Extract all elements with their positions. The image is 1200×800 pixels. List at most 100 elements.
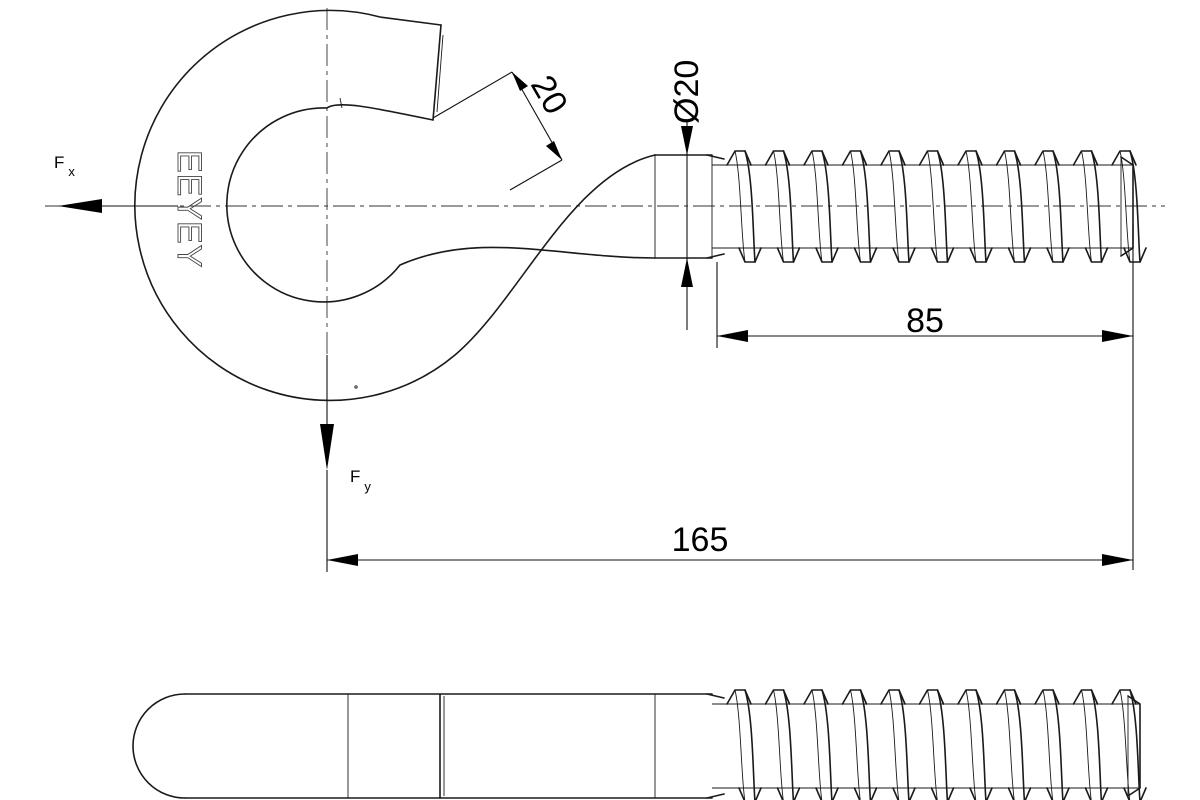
thread-crest-top [918,150,945,166]
arrowhead [681,126,693,155]
force-fy: Fy [320,355,371,494]
thread-crest-top [1034,150,1060,166]
thread-crest-bottom [1084,247,1109,263]
thread-flank-back [811,150,823,263]
thread-flank [936,150,949,263]
dimension-label-85: 85 [906,302,944,340]
thread-crest-top [803,689,829,705]
thread-flank [1013,150,1026,263]
thread-flank [1090,150,1103,263]
thread-flank [782,150,795,263]
thread-crest-bottom [776,247,801,263]
dimension-hook-section: 20 [432,69,575,191]
thread-crest-bottom [930,247,955,263]
force-fx-arrowhead [58,199,102,213]
thread-crest-bottom [1046,787,1070,800]
thread-crest-bottom [1007,247,1032,263]
hook-inner-contour [226,103,656,303]
arrowhead [512,72,528,91]
thread-end-cap [1120,156,1134,257]
hook-body [134,9,656,402]
center-lines [45,8,1165,395]
dimension-label-20: 20 [523,69,575,121]
thread-flank-back [850,150,861,263]
thread-flank-back [734,150,746,263]
thread-flank-back [927,689,938,800]
thread-flank-back [811,689,823,800]
hook-tip-edge [432,24,442,121]
thread-flank [1013,689,1026,800]
thread-crest-bottom [853,247,878,263]
thread-flank-back [1081,150,1092,263]
point-mark [354,385,358,389]
thread-flank-back [927,150,938,263]
thread-crest-top [841,689,868,705]
thread-crest-top [1111,150,1137,166]
side-view-rounded-end [132,693,186,799]
arrowhead [717,330,748,342]
thread-flank [975,689,987,800]
thread-crest-bottom [738,787,762,800]
extension-line [509,159,563,191]
thread-crest-top [880,150,906,166]
dimension-shank-diameter: Ø20 [668,60,706,330]
thread-crest-bottom [1123,787,1147,800]
thread-runout [706,154,725,259]
thread-flank-back [888,689,900,800]
shank [654,154,713,259]
thread-flank [898,689,910,800]
hook-outer-contour [134,9,656,402]
thread-crest-top [764,689,791,705]
thread-crest-top [726,689,752,705]
extension-line [432,71,513,119]
arrowhead [327,554,358,566]
thread-flank-back [965,150,977,263]
thread-flank-back [1042,689,1054,800]
thread-crest-top [726,150,752,166]
dimension-label-diameter: Ø20 [668,60,706,124]
thread-flank [859,150,872,263]
thread-flank-back [850,689,861,800]
thread-flank [821,689,833,800]
thread-flank-back [1119,150,1131,263]
tangent-mark [339,97,343,109]
thread-flank [744,689,756,800]
thread-crest-top [764,150,791,166]
thread-crest-bottom [738,247,762,263]
thread-flank [859,689,872,800]
thread-crest-top [880,689,906,705]
dimension-total-length: 165 [326,470,1133,572]
thread-crest-bottom [892,247,916,263]
hook-tip-facet [436,34,444,113]
thread-flank [936,689,949,800]
thread-crest-bottom [969,247,993,263]
thread-flank [821,150,833,263]
thread-flank [975,150,987,263]
thread-crest-bottom [853,787,878,800]
arrowhead [1102,554,1133,566]
thread-crest-bottom [1123,247,1147,263]
embossed-lettering: EEYEY [170,150,209,269]
thread-top-view [706,150,1147,263]
force-fy-arrowhead [320,424,334,470]
thread-crest-bottom [776,787,801,800]
thread-flank-back [1119,689,1131,800]
thread-crest-bottom [892,787,916,800]
side-view [132,693,713,799]
thread-crest-bottom [1007,787,1032,800]
dimension-thread-length: 85 [716,225,1134,570]
thread-flank-back [1004,150,1015,263]
thread-flank [1129,689,1141,800]
thread-flank [1090,689,1103,800]
thread-flank-back [773,150,784,263]
thread-crest-top [1072,150,1099,166]
force-fy-label: Fy [350,467,371,494]
thread-crest-top [957,150,983,166]
thread-crest-top [1072,689,1099,705]
arrowhead [546,141,562,160]
thread-flank [1052,150,1064,263]
thread-crest-bottom [969,787,993,800]
